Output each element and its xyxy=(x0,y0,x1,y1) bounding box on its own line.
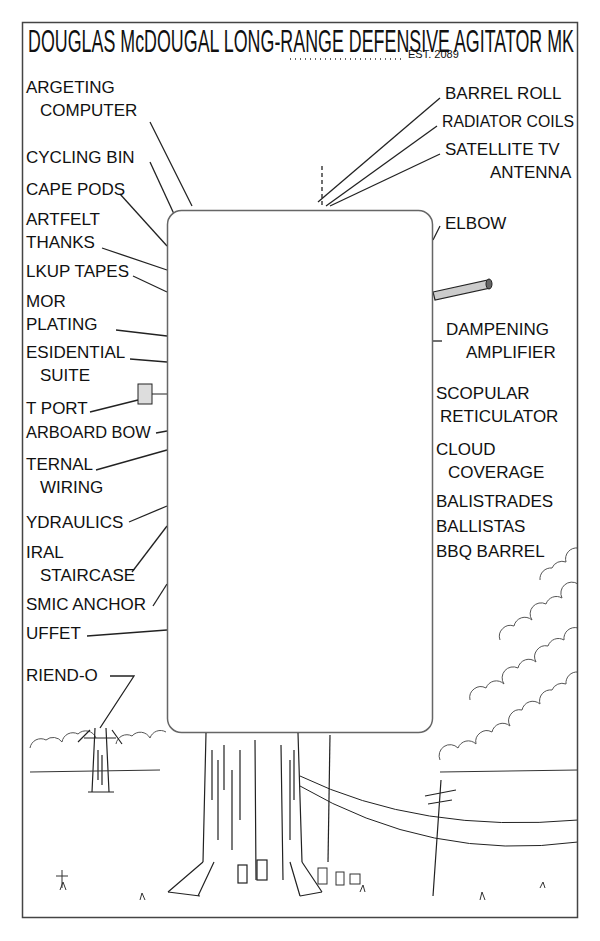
drawing-stroke xyxy=(96,450,167,470)
part-label: ARTFELT THANKS xyxy=(26,208,126,254)
drawing-stroke xyxy=(152,394,167,395)
drawing-stroke xyxy=(238,865,247,883)
title: DOUGLAS McDOUGAL LONG-RANGE DEFENSIVE AG… xyxy=(28,24,574,60)
small-tower xyxy=(78,728,122,792)
drawing-stroke xyxy=(433,280,490,300)
drawing-stroke xyxy=(350,874,360,884)
drawing-stroke xyxy=(56,870,68,888)
drawing-stroke xyxy=(150,162,174,214)
cloud-outline xyxy=(470,628,578,700)
part-label: BALISTRADES xyxy=(436,490,553,513)
part-label: RIEND-O xyxy=(26,664,98,687)
drawing-stroke xyxy=(100,676,134,728)
drawing-stroke xyxy=(425,780,456,896)
tower xyxy=(168,733,330,896)
drawing-stroke xyxy=(212,745,294,850)
drawing-stroke xyxy=(60,882,545,900)
drawing-stroke xyxy=(330,154,440,206)
cloud-outline xyxy=(439,672,578,760)
drawing-stroke xyxy=(300,776,578,823)
drawing-stroke xyxy=(133,276,167,292)
drawing-stroke xyxy=(318,98,440,202)
part-label: TERNAL WIRING xyxy=(26,453,121,499)
part-label: MOR PLATING xyxy=(26,290,121,336)
part-label: RADIATOR COILS xyxy=(442,110,574,133)
drawing-stroke xyxy=(78,728,122,792)
drawing-stroke xyxy=(321,166,322,206)
cloud-outline xyxy=(499,582,578,640)
part-label: CLOUD COVERAGE xyxy=(436,438,560,484)
date-note: EST. 2089 xyxy=(408,47,459,61)
drawing-stroke xyxy=(30,770,578,772)
drawing-stroke xyxy=(168,862,322,896)
drawing-stroke xyxy=(326,126,437,206)
part-label: BBQ BARREL xyxy=(436,540,545,563)
part-label: ELBOW xyxy=(445,212,506,235)
drawing-stroke xyxy=(138,384,152,404)
drawing-stroke xyxy=(433,226,440,240)
drawing-stroke xyxy=(156,431,167,433)
ground xyxy=(30,770,578,900)
drawing-stroke xyxy=(318,868,327,884)
drawing-stroke xyxy=(132,526,167,572)
part-label: UFFET xyxy=(26,622,81,645)
part-label: T PORT xyxy=(26,397,88,420)
part-label: CAPE PODS xyxy=(26,178,125,201)
barrel xyxy=(433,279,492,300)
part-label: ARBOARD BOW xyxy=(26,421,151,444)
part-label: YDRAULICS xyxy=(26,511,123,534)
drawing-stroke xyxy=(150,122,192,206)
part-label: BALLISTAS xyxy=(436,515,525,538)
part-label: SCOPULAR RETICULATOR xyxy=(436,382,574,428)
part-label: SATELLITE TV ANTENNA xyxy=(445,138,575,184)
blank-panel xyxy=(168,211,433,733)
utility-pole xyxy=(300,776,578,896)
drawing-stroke xyxy=(87,630,167,636)
part-label: CYCLING BIN xyxy=(26,146,135,169)
drawing-stroke xyxy=(203,733,302,862)
part-label: ARGETING COMPUTER xyxy=(26,76,146,122)
drawing-stroke xyxy=(168,892,322,896)
part-label: DAMPENING AMPLIFIER xyxy=(446,318,572,364)
part-label: LKUP TAPES xyxy=(26,260,129,283)
drawing-stroke xyxy=(300,786,578,846)
drawing-stroke xyxy=(153,584,167,606)
drawing-stroke xyxy=(116,330,167,336)
part-label: SMIC ANCHOR xyxy=(26,593,146,616)
drawing-stroke xyxy=(328,735,330,862)
drawing-stroke xyxy=(336,872,344,885)
drawing-stroke xyxy=(486,279,492,289)
t-port-device xyxy=(138,384,167,404)
drawing-stroke xyxy=(255,740,283,880)
part-label: IRAL STAIRCASE xyxy=(26,541,144,587)
drawing-stroke xyxy=(129,506,167,522)
drawing-stroke xyxy=(433,340,442,341)
part-label: ESIDENTIAL SUITE xyxy=(26,341,141,387)
drawing-stroke xyxy=(120,194,167,246)
cloud-outline xyxy=(116,730,166,744)
frame xyxy=(23,23,578,918)
drawing-stroke xyxy=(130,359,167,362)
drawing-stroke xyxy=(257,860,267,880)
cloud-outline xyxy=(540,548,578,580)
part-label: BARREL ROLL xyxy=(445,82,562,105)
drawing-stroke xyxy=(90,400,138,412)
